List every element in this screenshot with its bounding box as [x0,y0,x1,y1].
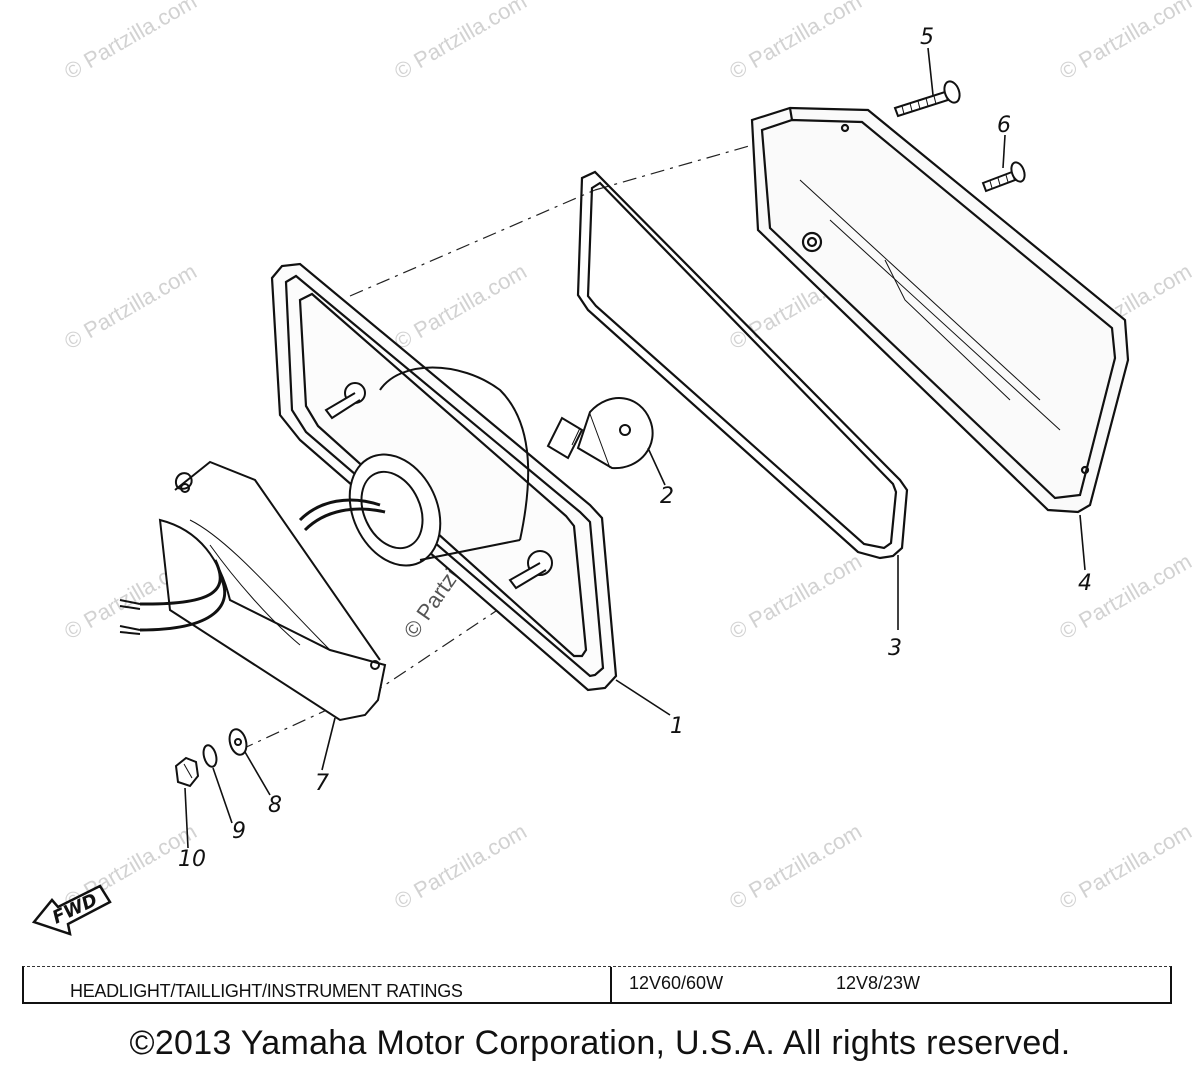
copyright-notice: ©2013 Yamaha Motor Corporation, U.S.A. A… [129,1024,1071,1062]
watermark: © Partzilla.com [60,0,201,84]
watermark: © Partzilla.com [725,549,866,645]
watermark: © Partzilla.com [725,0,866,84]
watermark: © Partzilla.com [1055,819,1196,915]
ratings-label: HEADLIGHT/TAILLIGHT/INSTRUMENT RATINGS [70,981,463,1001]
part-2-bulb [546,397,654,470]
part-6-screw [981,161,1026,193]
part-1-base-plate [270,262,618,692]
callout-1: 1 [670,714,684,739]
callouts: 1 2 3 4 5 6 7 8 9 10 [178,25,1092,872]
watermark: © Partzilla.com [1055,0,1196,84]
taillight-rating: 12V8/23W [836,973,921,993]
headlight-rating: 12V60/60W [629,973,724,993]
callout-6: 6 [997,113,1011,138]
watermark: © Partzilla.com [390,0,531,84]
part-7-cover [119,460,387,722]
watermark: © Partzilla.com [60,259,201,355]
callout-4: 4 [1078,571,1092,596]
part-9-lock-washer [202,744,218,768]
watermark: © Partzilla.com [1055,549,1196,645]
callout-5: 5 [920,25,934,50]
bulb-socket [324,366,553,590]
callout-7: 7 [315,771,329,796]
callout-8: 8 [268,793,282,818]
part-8-washer [228,728,248,756]
leader-lines [184,47,1086,849]
callout-9: 9 [232,819,246,844]
part-5-screw [893,80,961,118]
part-3-gasket [576,170,909,560]
ratings-bar: HEADLIGHT/TAILLIGHT/INSTRUMENT RATINGS 1… [22,966,1172,1004]
taillight-parts-diagram: © Partzilla.com © Partzilla.com © Partzi… [31,0,1196,936]
part-10-nut [174,756,200,788]
callout-2: 2 [660,484,674,509]
callout-3: 3 [888,636,902,661]
watermark: © Partzilla.com [725,819,866,915]
part-4-lens-housing [750,106,1130,514]
ratings-divider [610,967,612,1003]
watermark: © Partzilla.com [390,259,531,355]
callout-10: 10 [178,847,206,872]
watermark: © Partzilla.com [390,819,531,915]
